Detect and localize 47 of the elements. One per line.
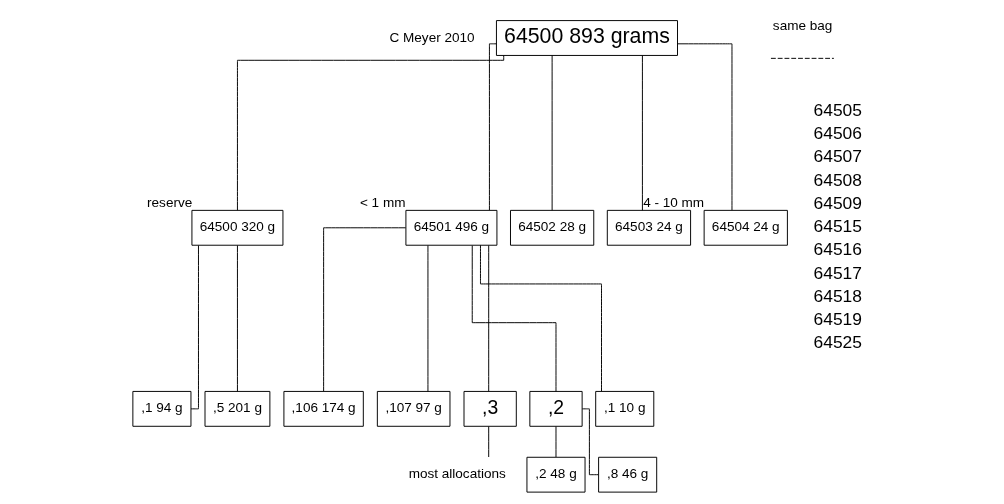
label: 64518 (813, 285, 862, 306)
connector (479, 244, 602, 392)
connector (236, 245, 238, 392)
connector (676, 43, 732, 211)
node-box: 64503 24 g (606, 209, 691, 246)
node-box: ,1 94 g (131, 390, 191, 427)
label: C Meyer 2010 (389, 29, 475, 45)
connector (641, 55, 643, 211)
connector (322, 227, 406, 392)
node-box: ,2 48 g (525, 456, 586, 493)
node-box: 64502 28 g (509, 209, 594, 246)
node-box: ,8 46 g (597, 456, 657, 493)
connector (487, 426, 489, 458)
node-label: < 1 mm (359, 194, 405, 210)
label: 64516 (813, 239, 862, 260)
label: 64505 (813, 99, 862, 120)
node-box: ,2 (528, 390, 583, 427)
label: 64525 (813, 332, 862, 353)
label: 64506 (813, 123, 862, 144)
node-box: 64500 320 g (190, 209, 283, 246)
label: 64508 (813, 169, 862, 190)
node-box: ,5 201 g (204, 390, 270, 427)
connector (236, 55, 504, 211)
node-label: reserve (146, 194, 192, 210)
label: same bag (772, 18, 832, 34)
node-text: most allocations (408, 466, 506, 482)
node-box: 64501 496 g (404, 209, 497, 246)
connector (488, 43, 497, 211)
connector (551, 55, 553, 211)
connector (426, 245, 428, 392)
label: 64507 (813, 146, 862, 167)
label: 64509 (813, 192, 862, 213)
label: 64515 (813, 216, 862, 237)
label: 64519 (813, 309, 862, 330)
label: 64517 (813, 262, 862, 283)
connector (190, 245, 199, 410)
node-box: ,107 97 g (376, 390, 450, 427)
node-box: 64500 893 grams (495, 20, 678, 56)
node-box: 64504 24 g (703, 209, 788, 246)
connector (555, 426, 556, 458)
node-box: ,1 10 g (594, 390, 654, 427)
node-box: ,106 174 g (282, 390, 364, 427)
connector (487, 245, 489, 392)
node-label: 4 - 10 mm (642, 194, 704, 210)
connector (581, 408, 599, 476)
node-box: ,3 (463, 390, 517, 427)
connector (471, 245, 556, 392)
